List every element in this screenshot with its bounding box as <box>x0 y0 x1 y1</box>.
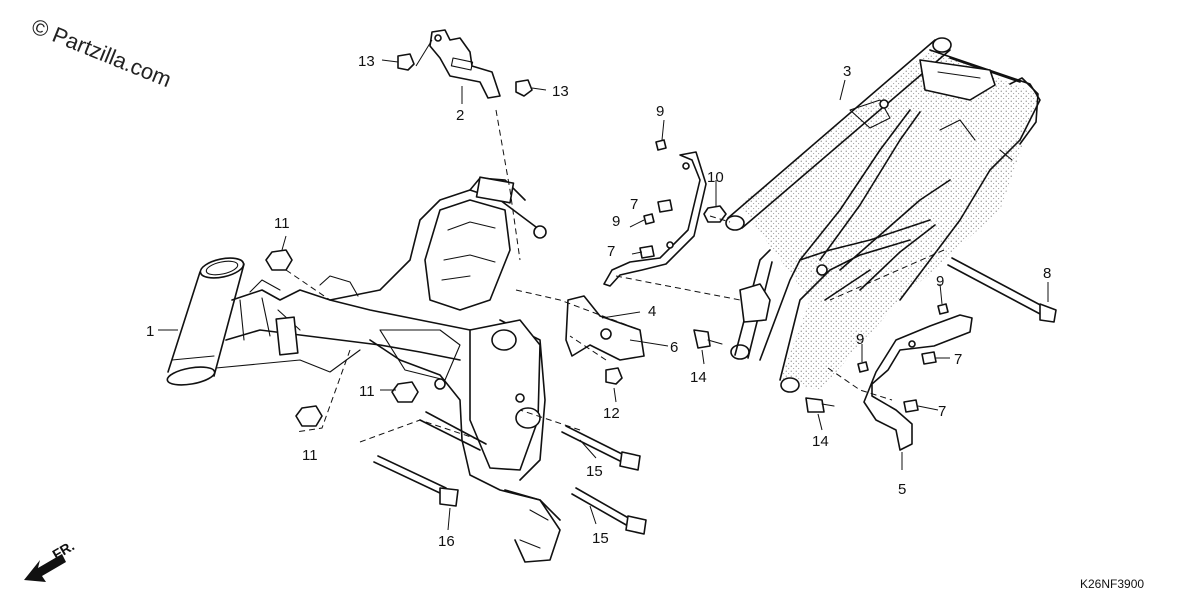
screw-9-d[interactable] <box>857 361 869 373</box>
callout-11-c: 11 <box>302 447 318 464</box>
nut-10[interactable] <box>703 205 727 223</box>
bolt-16-part[interactable] <box>373 455 459 507</box>
front-label: FR. <box>50 537 78 562</box>
callout-9-d: 9 <box>856 331 864 348</box>
callout-6: 6 <box>670 339 678 356</box>
bolt-8-part[interactable] <box>947 257 1057 323</box>
callout-13-b: 13 <box>552 83 569 100</box>
screw-9-b[interactable] <box>643 213 655 225</box>
bolt-13-right[interactable] <box>515 79 533 97</box>
callout-12: 12 <box>603 405 620 422</box>
nut-11-mid[interactable] <box>391 381 419 403</box>
bolt-14-left[interactable] <box>693 329 723 349</box>
bolt-14-right[interactable] <box>805 397 835 413</box>
callout-8: 8 <box>1043 265 1051 282</box>
callout-14-a: 14 <box>690 369 707 386</box>
callout-5: 5 <box>898 481 906 498</box>
callout-9-c: 9 <box>936 273 944 290</box>
bracket-5-part[interactable] <box>863 314 973 451</box>
diagram-code: K26NF3900 <box>1080 577 1144 591</box>
watermark-text: © Partzilla.com <box>28 13 175 92</box>
left-stay-part[interactable] <box>603 151 707 287</box>
callout-13-a: 13 <box>358 53 375 70</box>
nut-11-top[interactable] <box>265 249 293 271</box>
upper-bracket-part[interactable] <box>429 29 501 99</box>
leader-lines <box>158 39 1049 531</box>
bolt-7-d[interactable] <box>903 399 919 413</box>
callout-7-a: 7 <box>630 196 638 213</box>
callout-11-b: 11 <box>359 383 375 400</box>
callout-2: 2 <box>456 107 464 124</box>
screw-9-a[interactable] <box>655 139 667 151</box>
bolt-15-upper-part[interactable] <box>561 425 641 471</box>
bolt-7-c[interactable] <box>921 351 937 365</box>
callout-14-b: 14 <box>812 433 829 450</box>
bolt-12[interactable] <box>605 367 623 385</box>
callout-15-b: 15 <box>592 530 609 547</box>
bracket-4-part[interactable] <box>565 295 645 361</box>
callout-11-a: 11 <box>274 215 290 232</box>
front-direction-marker: FR. <box>24 537 77 582</box>
callout-16: 16 <box>438 533 455 550</box>
rear-frame-part[interactable] <box>725 37 1041 393</box>
bolt-7-a[interactable] <box>657 199 673 213</box>
main-frame-part[interactable] <box>166 176 561 563</box>
bolt-7-b[interactable] <box>639 245 655 259</box>
callout-10: 10 <box>707 169 724 186</box>
callout-7-b: 7 <box>607 243 615 260</box>
bolt-15-lower-part[interactable] <box>571 487 647 535</box>
bolt-13-left[interactable] <box>397 53 415 71</box>
screw-9-c[interactable] <box>937 303 949 315</box>
callout-15-a: 15 <box>586 463 603 480</box>
callout-4: 4 <box>648 303 656 320</box>
front-arrow-icon <box>24 554 66 582</box>
callout-1: 1 <box>146 323 154 340</box>
callout-9-b: 9 <box>612 213 620 230</box>
callout-7-d: 7 <box>938 403 946 420</box>
callout-labels: 1 2 3 4 5 6 7 7 7 7 8 9 9 9 9 10 11 11 1… <box>146 53 1051 550</box>
nut-11-bottom[interactable] <box>295 405 323 427</box>
callout-7-c: 7 <box>954 351 962 368</box>
callout-9-a: 9 <box>656 103 664 120</box>
callout-3: 3 <box>843 63 851 80</box>
